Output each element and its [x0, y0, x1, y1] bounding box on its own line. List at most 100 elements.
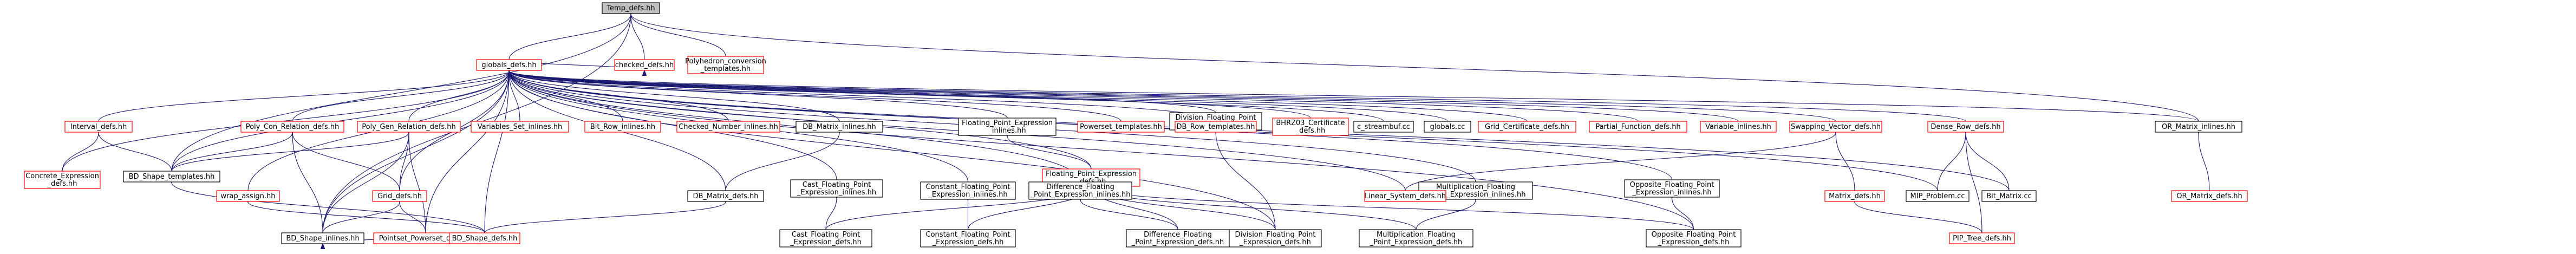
file-node-label: Linear_System_defs.hh [1365, 192, 1446, 200]
file-node-linear-system[interactable]: Linear_System_defs.hh [1364, 190, 1446, 202]
file-node-box [614, 59, 675, 71]
file-node-box [602, 2, 660, 14]
file-node-pip-tree[interactable]: PIP_Tree_defs.hh [1949, 232, 2015, 244]
file-node-box [1824, 190, 1885, 202]
dependency-edge [509, 71, 1966, 122]
file-node-label: Cast_Floating_Point_Expression_defs.hh [790, 231, 862, 246]
file-node-box [1906, 190, 1970, 202]
file-node-checked-defs[interactable]: checked_defs.hh [614, 59, 675, 71]
dependency-edge [509, 71, 1121, 122]
dependency-edge [484, 71, 509, 233]
file-node-polyhedron-conv[interactable]: Polyhedron_conversion_templates.hh [685, 56, 766, 74]
file-node-concrete-expr[interactable]: Concrete_Expression_defs.hh [24, 171, 101, 189]
file-node-box [1981, 190, 2037, 202]
file-node-label: DB_Matrix_inlines.hh [803, 123, 876, 131]
file-node-label: Bit_Matrix.cc [1986, 192, 2031, 200]
dependency-edge [292, 133, 323, 233]
file-node-const-fp-defs[interactable]: Constant_Floating_Point_Expression_defs.… [920, 229, 1016, 248]
file-node-box [1028, 181, 1132, 200]
dependency-edge [171, 133, 292, 172]
dependency-edge [509, 71, 520, 122]
file-node-label: MIP_Problem.cc [1910, 192, 1965, 200]
file-node-label: DB_Matrix_defs.hh [693, 192, 758, 200]
file-node-box [1949, 232, 2015, 244]
dependency-edge [1080, 200, 1178, 230]
file-node-bit-row-inlines[interactable]: Bit_Row_inlines.hh [584, 121, 661, 133]
dependency-edge [1966, 133, 2010, 191]
file-node-label: Constant_Floating_Point_Expression_inlin… [926, 183, 1010, 199]
file-node-mip-problem[interactable]: MIP_Problem.cc [1906, 190, 1970, 202]
dependency-edge [509, 71, 1836, 122]
dependency-edge [1672, 198, 1694, 230]
file-node-box [1126, 229, 1230, 248]
file-node-checked-number[interactable]: Checked_Number_inlines.hh [676, 121, 780, 133]
dependency-edge [322, 202, 400, 233]
dependency-edge [509, 71, 2199, 122]
file-node-box [1789, 121, 1882, 133]
file-node-opp-fp-inlines[interactable]: Opposite_Floating_Point_Expression_inlin… [1624, 179, 1720, 198]
file-node-cast-fp-inlines[interactable]: Cast_Floating_Point_Expression_inlines.h… [790, 179, 883, 198]
file-node-variables-set[interactable]: Variables_Set_inlines.hh [471, 121, 569, 133]
file-node-fp-expr-inlines[interactable]: Floating_Point_Expression_inlines.hh [958, 118, 1057, 136]
file-node-poly-gen-rel[interactable]: Poly_Gen_Relation_defs.hh [357, 121, 461, 133]
file-node-globals-cc[interactable]: globals.cc [1424, 121, 1471, 133]
file-node-label: wrap_assign.hh [221, 192, 276, 200]
file-node-const-fp-inlines[interactable]: Constant_Floating_Point_Expression_inlin… [920, 181, 1016, 200]
file-node-box [1478, 121, 1576, 133]
file-node-db-row-templates[interactable]: DB_Row_templates.hh [1175, 121, 1257, 133]
file-node-or-matrix-inlines[interactable]: OR_Matrix_inlines.hh [2155, 121, 2242, 133]
file-node-wrap-assign[interactable]: wrap_assign.hh [216, 190, 280, 202]
dependency-edge [509, 71, 1276, 230]
file-node-bd-shape-inlines[interactable]: BD_Shape_inlines.hh [281, 232, 364, 244]
file-node-cast-fp-defs[interactable]: Cast_Floating_Point_Expression_defs.hh [779, 229, 872, 248]
file-node-box [1359, 229, 1473, 248]
file-node-label: Grid_Certificate_defs.hh [1485, 123, 1569, 131]
dependency-edge [62, 71, 509, 172]
file-node-swapping-vector[interactable]: Swapping_Vector_defs.hh [1789, 121, 1882, 133]
file-node-diff-fp-inlines[interactable]: Difference_Floating_Point_Expression_inl… [1028, 181, 1132, 200]
file-node-opp-fp-defs[interactable]: Opposite_Floating_Point_Expression_defs.… [1646, 229, 1742, 248]
file-node-label: Difference_Floating_Point_Expression_def… [1131, 231, 1224, 246]
file-node-bd-shape-templates[interactable]: BD_Shape_templates.hh [123, 171, 220, 183]
file-node-box [958, 118, 1057, 136]
file-node-interval-defs[interactable]: Interval_defs.hh [64, 121, 133, 133]
dependency-edge [509, 71, 1311, 119]
file-node-bd-shape-defs[interactable]: BD_Shape_defs.hh [449, 232, 520, 244]
file-node-div-fp-defs[interactable]: Division_Floating_Point_Expression_defs.… [1229, 229, 1322, 248]
file-node-label: BD_Shape_inlines.hh [286, 235, 359, 243]
file-node-box [687, 56, 764, 74]
file-node-diff-fp-defs[interactable]: Difference_Floating_Point_Expression_def… [1126, 229, 1230, 248]
file-node-label: Poly_Gen_Relation_defs.hh [362, 123, 456, 131]
file-node-box [449, 232, 520, 244]
file-node-label: Matrix_defs.hh [1829, 192, 1881, 200]
file-node-globals-defs[interactable]: globals_defs.hh [476, 59, 542, 71]
file-node-matrix-defs[interactable]: Matrix_defs.hh [1824, 190, 1885, 202]
file-node-box [1646, 229, 1742, 248]
file-node-label: Poly_Con_Relation_defs.hh [246, 123, 340, 131]
file-node-box [281, 232, 364, 244]
file-node-poly-con-rel[interactable]: Poly_Con_Relation_defs.hh [240, 121, 344, 133]
file-node-db-matrix-inlines[interactable]: DB_Matrix_inlines.hh [795, 121, 883, 133]
file-node-bhrz03[interactable]: BHRZ03_Certificate_defs.hh [1272, 118, 1349, 136]
file-node-dense-row[interactable]: Dense_Row_defs.hh [1927, 121, 2004, 133]
file-node-box [357, 121, 461, 133]
file-node-grid-certificate[interactable]: Grid_Certificate_defs.hh [1478, 121, 1576, 133]
file-node-mult-fp-defs[interactable]: Multiplication_Floating_Point_Expression… [1359, 229, 1473, 248]
file-node-partial-function[interactable]: Partial_Function_defs.hh [1589, 121, 1687, 133]
file-node-db-matrix-defs[interactable]: DB_Matrix_defs.hh [687, 190, 764, 202]
file-node-label: Cast_Floating_Point_Expression_inlines.h… [797, 181, 876, 197]
file-node-label: Opposite_Floating_Point_Expression_defs.… [1652, 231, 1736, 246]
file-node-or-matrix-defs[interactable]: OR_Matrix_defs.hh [2171, 190, 2248, 202]
file-node-box [1927, 121, 2004, 133]
dependency-edge [171, 71, 509, 172]
file-node-powerset-templates[interactable]: Powerset_templates.hh [1077, 121, 1165, 133]
file-node-bit-matrix[interactable]: Bit_Matrix.cc [1981, 190, 2037, 202]
file-node-label: c_streambuf.cc [1357, 123, 1410, 131]
dependency-edge [400, 202, 426, 233]
file-node-grid-defs[interactable]: Grid_defs.hh [372, 190, 427, 202]
file-node-c-streambuf[interactable]: c_streambuf.cc [1353, 121, 1414, 133]
file-node-box [372, 190, 427, 202]
file-node-box [476, 59, 542, 71]
file-node-label: Variable_inlines.hh [1705, 123, 1771, 131]
file-node-variable-inlines[interactable]: Variable_inlines.hh [1700, 121, 1777, 133]
